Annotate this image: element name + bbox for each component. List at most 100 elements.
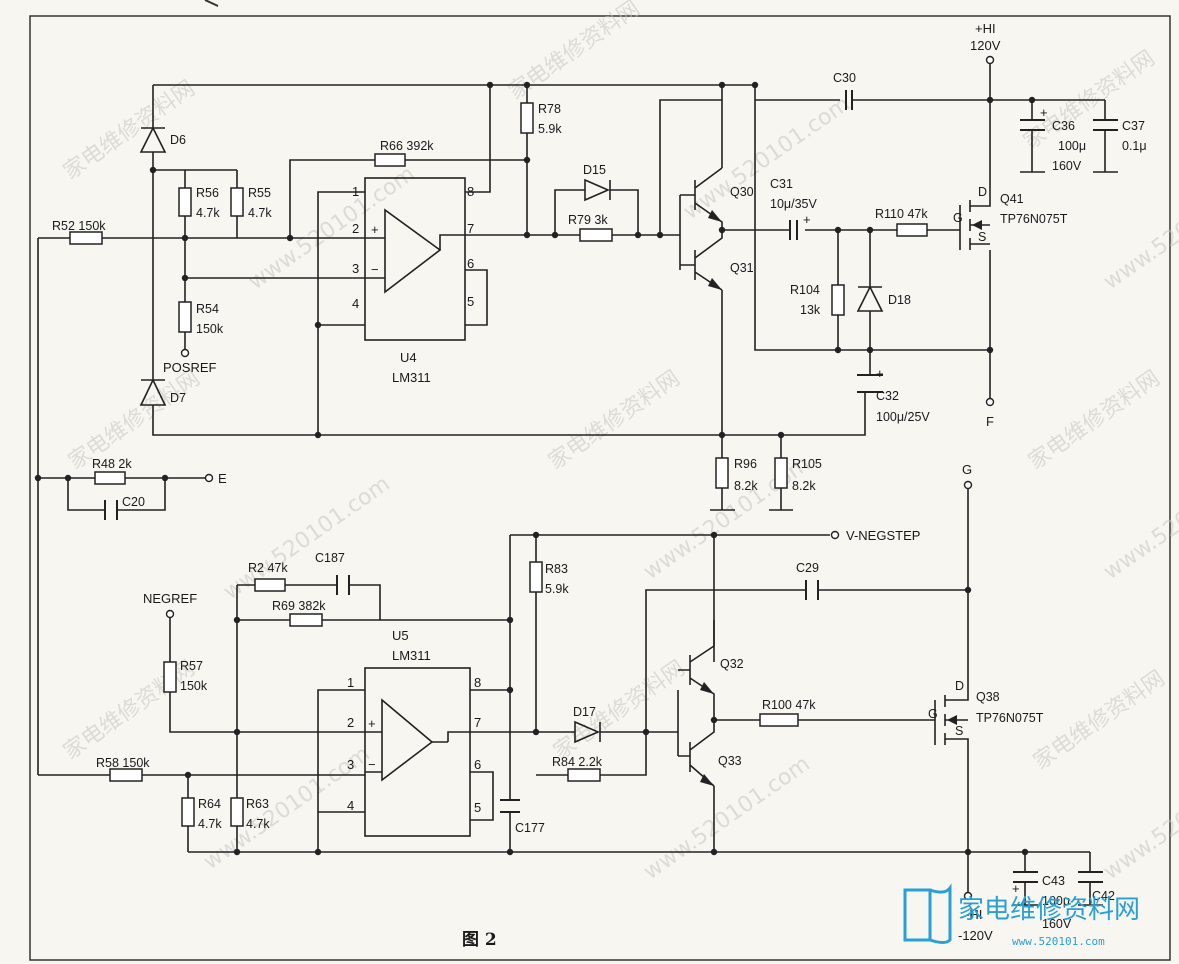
- svg-text:+: +: [1040, 105, 1048, 120]
- svg-text:C177: C177: [515, 821, 545, 835]
- u4-body: [364, 177, 466, 341]
- svg-text:D: D: [978, 185, 987, 199]
- svg-text:R105: R105: [792, 457, 822, 471]
- svg-text:C31: C31: [770, 177, 793, 191]
- svg-text:+: +: [876, 366, 884, 381]
- e-terminal-label: E: [218, 471, 227, 486]
- svg-text:R78: R78: [538, 102, 561, 116]
- svg-text:C187: C187: [315, 551, 345, 565]
- q32-symbol: [678, 620, 715, 720]
- svg-text:R79 3k: R79 3k: [568, 213, 608, 227]
- svg-text:www.520101.com: www.520101.com: [1012, 935, 1105, 948]
- hi-rail-label: +HI: [975, 21, 996, 36]
- v-negstep-label: V-NEGSTEP: [846, 528, 920, 543]
- svg-text:www.520101.com: www.520101.com: [1099, 751, 1179, 884]
- svg-text:8.2k: 8.2k: [792, 479, 816, 493]
- f-terminal-label: F: [986, 414, 994, 429]
- c36-plates: [1020, 119, 1045, 131]
- svg-text:5: 5: [467, 294, 474, 309]
- posref-label: POSREF: [163, 360, 217, 375]
- svg-text:D6: D6: [170, 133, 186, 147]
- page-frame: [29, 15, 1171, 961]
- lo-rail-voltage: -120V: [958, 928, 993, 943]
- capacitor-plates: [104, 90, 1118, 883]
- transistor-arrows: [700, 210, 982, 786]
- svg-text:D15: D15: [583, 163, 606, 177]
- svg-text:R84 2.2k: R84 2.2k: [552, 755, 603, 769]
- svg-text:家电维修资料网: 家电维修资料网: [64, 366, 205, 475]
- r78-body: [520, 102, 534, 134]
- svg-text:7: 7: [467, 221, 474, 236]
- svg-text:C36: C36: [1052, 119, 1075, 133]
- svg-text:4: 4: [352, 296, 359, 311]
- svg-text:C20: C20: [122, 495, 145, 509]
- svg-text:G: G: [928, 707, 938, 721]
- r54-body: [178, 301, 192, 333]
- svg-text:G: G: [953, 211, 963, 225]
- svg-text:150k: 150k: [180, 679, 208, 693]
- c31-plates: [789, 220, 798, 240]
- svg-text:D: D: [955, 679, 964, 693]
- svg-text:Q30: Q30: [730, 185, 754, 199]
- r110-body: [896, 223, 928, 237]
- transistor-labels: Q30 Q31 Q32 Q33 Q41 TP76N075T D G S Q38 …: [718, 185, 1068, 768]
- r79-body: [579, 228, 613, 242]
- svg-text:家电维修资料网: 家电维修资料网: [1029, 666, 1170, 775]
- svg-text:100μ: 100μ: [1058, 139, 1086, 153]
- svg-text:Q38: Q38: [976, 690, 1000, 704]
- c29-plates: [805, 580, 819, 600]
- svg-text:Q41: Q41: [1000, 192, 1024, 206]
- diode-symbols: [139, 126, 884, 744]
- wires: [37, 60, 1118, 906]
- svg-text:C43: C43: [1042, 874, 1065, 888]
- svg-text:+: +: [368, 716, 376, 731]
- svg-text:R104: R104: [790, 283, 820, 297]
- svg-text:D7: D7: [170, 391, 186, 405]
- book-icon: [903, 883, 952, 944]
- u5-labels: 1 2 3 4 8 7 6 5 + − U5 LM311: [347, 628, 481, 815]
- d17-symbol: [574, 720, 601, 744]
- scan-mark: [204, 0, 219, 7]
- c32-plates: [857, 374, 883, 393]
- svg-text:R66 392k: R66 392k: [380, 139, 434, 153]
- polarity-marks: + + + +: [803, 105, 1048, 896]
- svg-text:C42: C42: [1092, 889, 1115, 903]
- c30-plates: [845, 90, 853, 110]
- svg-text:家电维修资料网: 家电维修资料网: [544, 366, 685, 475]
- svg-text:1: 1: [347, 675, 354, 690]
- r63-body: [230, 797, 244, 827]
- r55-body: [230, 187, 244, 217]
- svg-text:R55: R55: [248, 186, 271, 200]
- r48-body: [94, 471, 126, 485]
- watermark-layer: 家电维修资料网 www.520101.com 家电维修资料网 www.52010…: [59, 0, 1179, 885]
- svg-text:R63: R63: [246, 797, 269, 811]
- r84-body: [567, 768, 601, 782]
- r96-body: [715, 457, 729, 489]
- d18-symbol: [856, 285, 884, 312]
- svg-text:D18: D18: [888, 293, 911, 307]
- r105-body: [774, 457, 788, 489]
- c42-plates: [1078, 871, 1103, 883]
- q30-symbol: [680, 167, 723, 230]
- q38-symbol: [934, 690, 969, 750]
- svg-text:150k: 150k: [196, 322, 224, 336]
- svg-text:100μ: 100μ: [1042, 894, 1070, 908]
- r58-body: [109, 768, 143, 782]
- svg-text:家电维修资料网: 家电维修资料网: [549, 656, 690, 765]
- r100-body: [759, 713, 799, 727]
- svg-text:4.7k: 4.7k: [246, 817, 270, 831]
- svg-text:160V: 160V: [1052, 159, 1082, 173]
- svg-text:R54: R54: [196, 302, 219, 316]
- svg-text:160V: 160V: [1042, 917, 1072, 931]
- svg-text:6: 6: [467, 256, 474, 271]
- u4-triangle: [384, 208, 442, 294]
- g-terminal-label: G: [962, 462, 972, 477]
- svg-text:www.520101.com: www.520101.com: [1099, 161, 1179, 294]
- u4-part: LM311: [392, 370, 431, 385]
- u5-body: [364, 667, 471, 837]
- svg-text:S: S: [978, 230, 986, 244]
- svg-text:C29: C29: [796, 561, 819, 575]
- svg-text:家电维修资料网: 家电维修资料网: [59, 656, 200, 765]
- svg-text:8: 8: [474, 675, 481, 690]
- svg-text:5.9k: 5.9k: [538, 122, 562, 136]
